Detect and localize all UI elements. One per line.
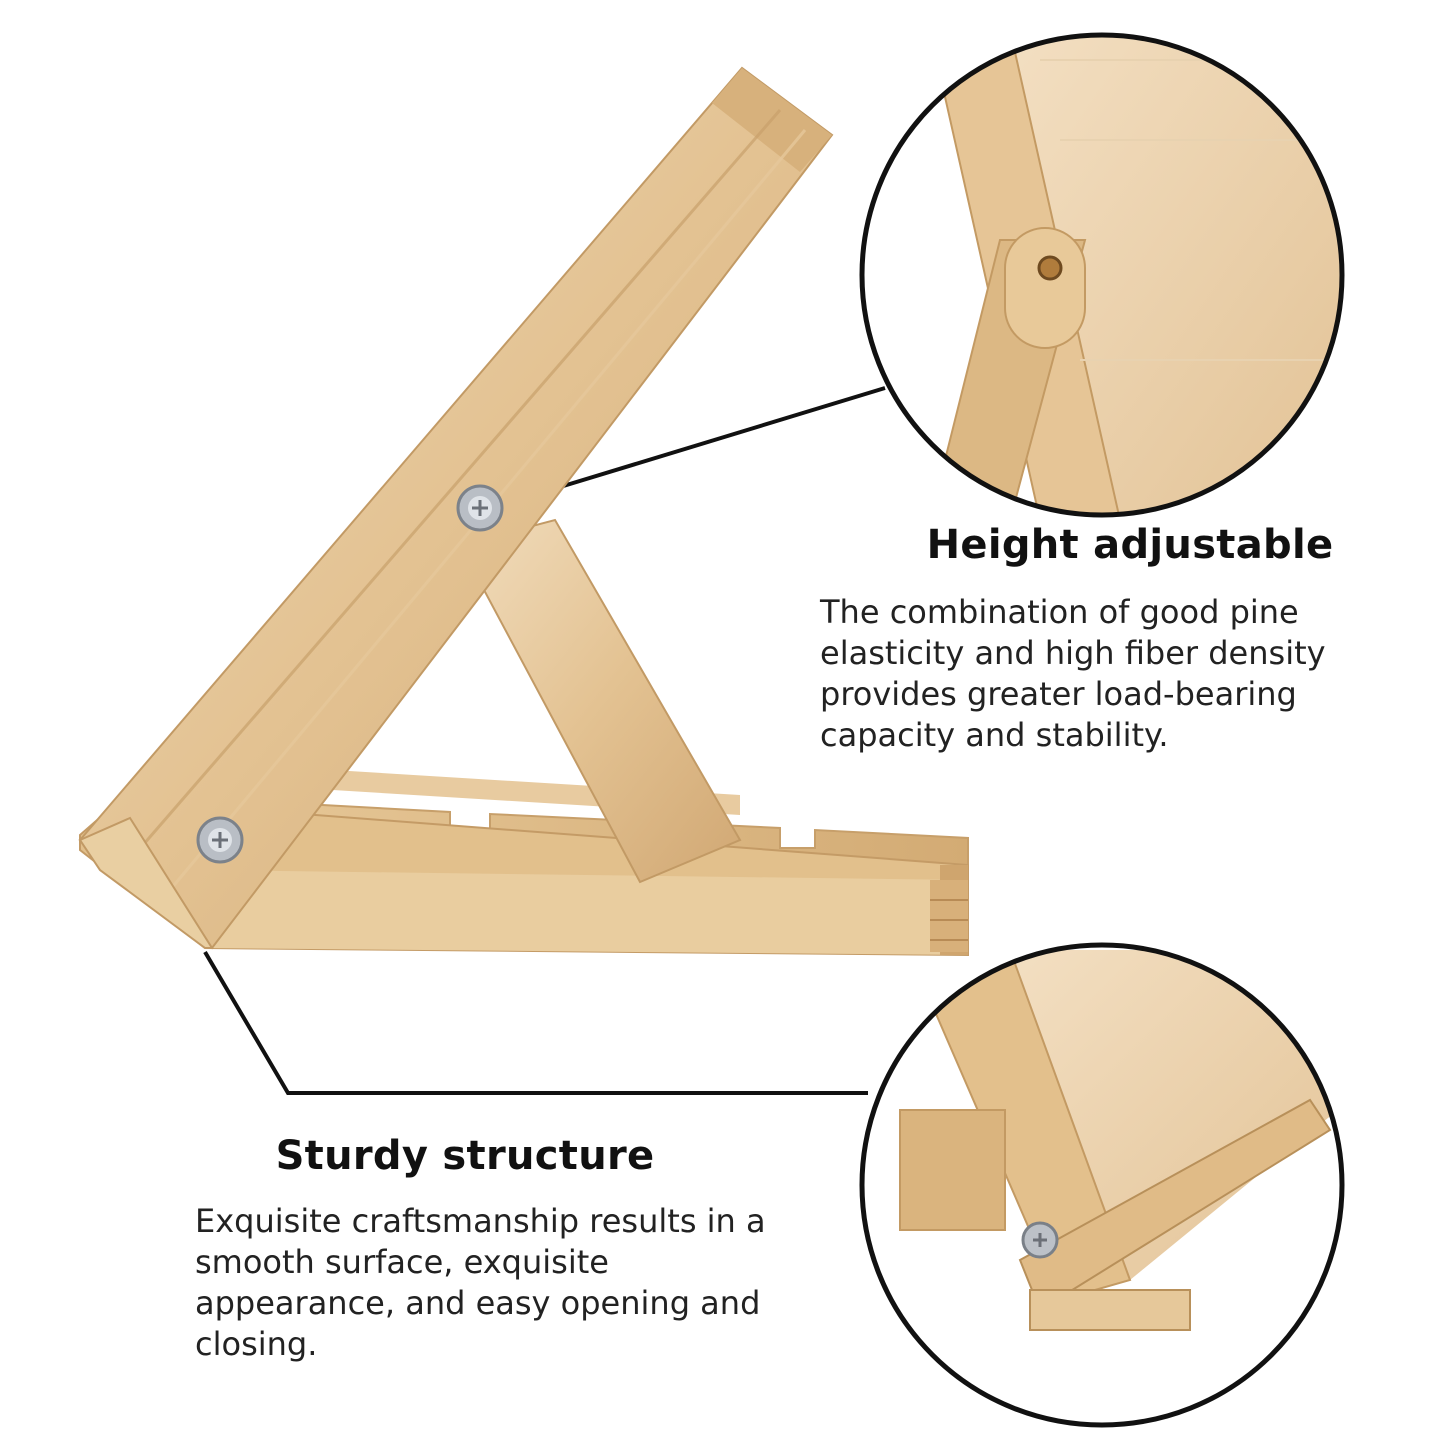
- zoom-detail-hinge: [859, 32, 1345, 518]
- wooden-stand: [78, 66, 969, 957]
- feature-sturdy-structure: Sturdy structure Exquisite craftsmanship…: [195, 1133, 775, 1365]
- feature-height-adjustable: Height adjustable The combination of goo…: [820, 522, 1400, 756]
- screw-icon: [196, 816, 244, 864]
- feature-title: Height adjustable: [926, 522, 1334, 568]
- feature-description: Exquisite craftsmanship results in a smo…: [195, 1202, 766, 1363]
- zoom-detail-joint: [859, 942, 1345, 1428]
- connector-line-top: [559, 386, 886, 489]
- feature-description: The combination of good pine elasticity …: [820, 593, 1326, 754]
- connector-line-bottom: [203, 950, 868, 1095]
- screw-icon: [456, 484, 504, 532]
- feature-title: Sturdy structure: [275, 1133, 655, 1179]
